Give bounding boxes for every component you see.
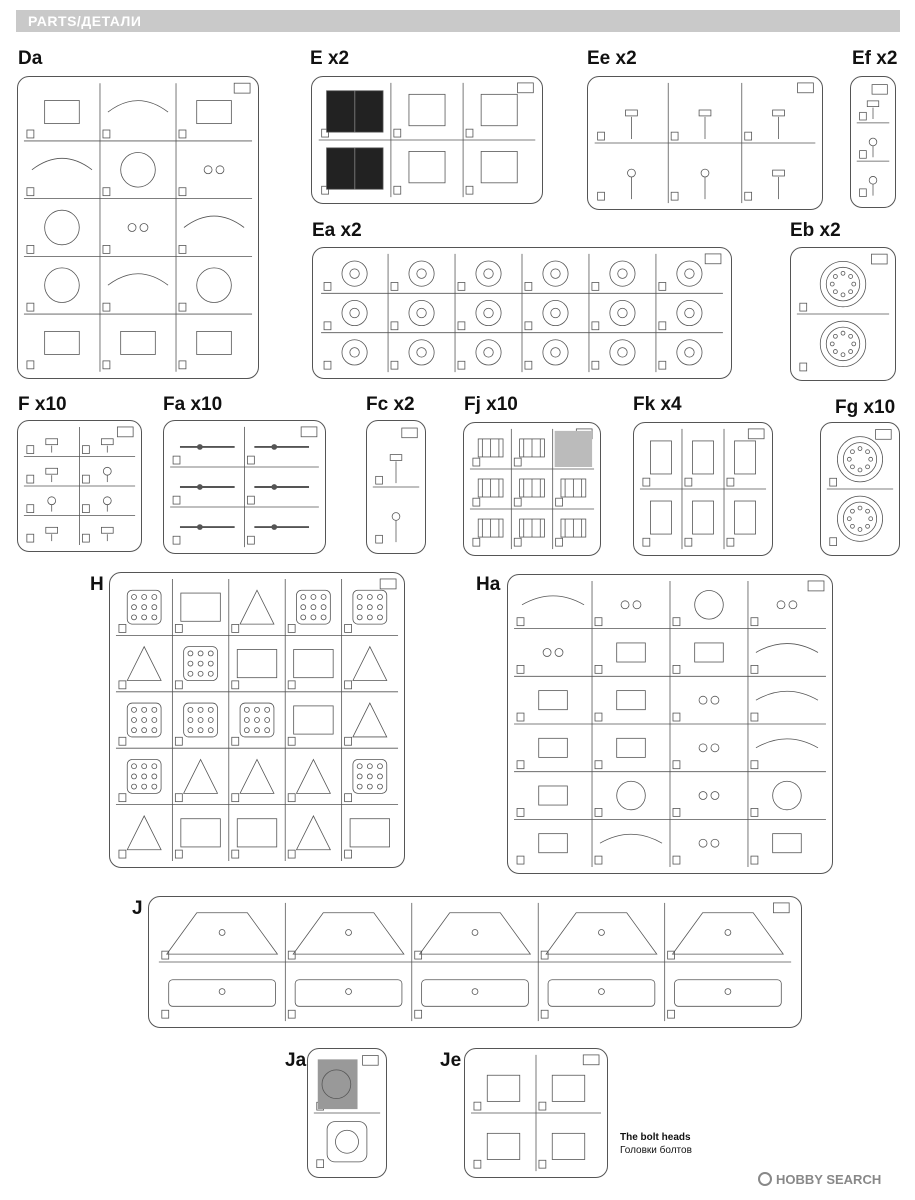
sprue-Eb: [790, 247, 896, 381]
sprue-drawing-Fg: [826, 429, 894, 546]
sprue-drawing-Ja: [313, 1055, 381, 1168]
sprue-Je: [464, 1048, 608, 1178]
sprue-Fj: [463, 422, 601, 556]
sprue-Fc: [366, 420, 426, 554]
page-header: PARTS/ДЕТАЛИ: [16, 10, 900, 32]
sprue-drawing-Fj: [469, 428, 595, 550]
sprue-drawing-Da: [23, 82, 253, 372]
sprue-Fg: [820, 422, 900, 556]
label-Fa: Fa x10: [163, 394, 223, 415]
label-Ef: Ef x2: [852, 48, 898, 69]
sprue-H: [109, 572, 405, 868]
page-title: PARTS/ДЕТАЛИ: [28, 13, 142, 29]
label-Je: Je: [440, 1050, 462, 1071]
label-Fc: Fc x2: [366, 394, 415, 415]
sprue-Fa: [163, 420, 326, 554]
sprue-drawing-Fc: [372, 427, 420, 544]
sprue-drawing-H: [115, 578, 399, 862]
sprue-Ha: [507, 574, 833, 874]
sprue-drawing-F: [23, 426, 136, 546]
label-Fk: Fk x4: [633, 394, 682, 415]
sprue-drawing-Ef: [856, 84, 890, 197]
sprue-Ea: [312, 247, 732, 379]
label-Eb: Eb x2: [790, 220, 841, 241]
label-Da: Da: [18, 48, 43, 69]
label-Ha: Ha: [476, 574, 501, 595]
sprue-drawing-E: [318, 82, 536, 198]
note-bolt-heads-en: The bolt heads: [620, 1132, 691, 1143]
label-Ja: Ja: [285, 1050, 307, 1071]
note-bolt-heads-ru: Головки болтов: [620, 1145, 692, 1156]
hobbysearch-logo-icon: [758, 1172, 772, 1186]
sprue-drawing-Ha: [514, 580, 826, 868]
sprue-drawing-Ee: [594, 82, 816, 204]
sprue-drawing-Eb: [796, 253, 890, 372]
sprue-Ef: [850, 76, 896, 208]
sprue-Da: [17, 76, 259, 379]
sprue-drawing-Ea: [321, 253, 723, 373]
sprue-F: [17, 420, 142, 552]
sprue-Ee: [587, 76, 823, 210]
sprue-Fk: [633, 422, 773, 556]
sprue-E: [311, 76, 543, 204]
sprue-drawing-J: [158, 902, 792, 1022]
label-H: H: [90, 574, 104, 595]
watermark: HOBBY SEARCH: [758, 1172, 881, 1187]
label-Ea: Ea x2: [312, 220, 362, 241]
sprue-J: [148, 896, 802, 1028]
sprue-drawing-Je: [471, 1054, 601, 1172]
label-Fj: Fj x10: [464, 394, 518, 415]
label-J: J: [132, 898, 143, 919]
label-Fg: Fg x10: [835, 397, 896, 418]
sprue-drawing-Fa: [170, 426, 319, 548]
label-F: F x10: [18, 394, 67, 415]
sprue-Ja: [307, 1048, 387, 1178]
sprue-drawing-Fk: [639, 428, 767, 550]
label-E: E x2: [310, 48, 350, 69]
label-Ee: Ee x2: [587, 48, 637, 69]
watermark-text: HOBBY SEARCH: [776, 1172, 882, 1187]
